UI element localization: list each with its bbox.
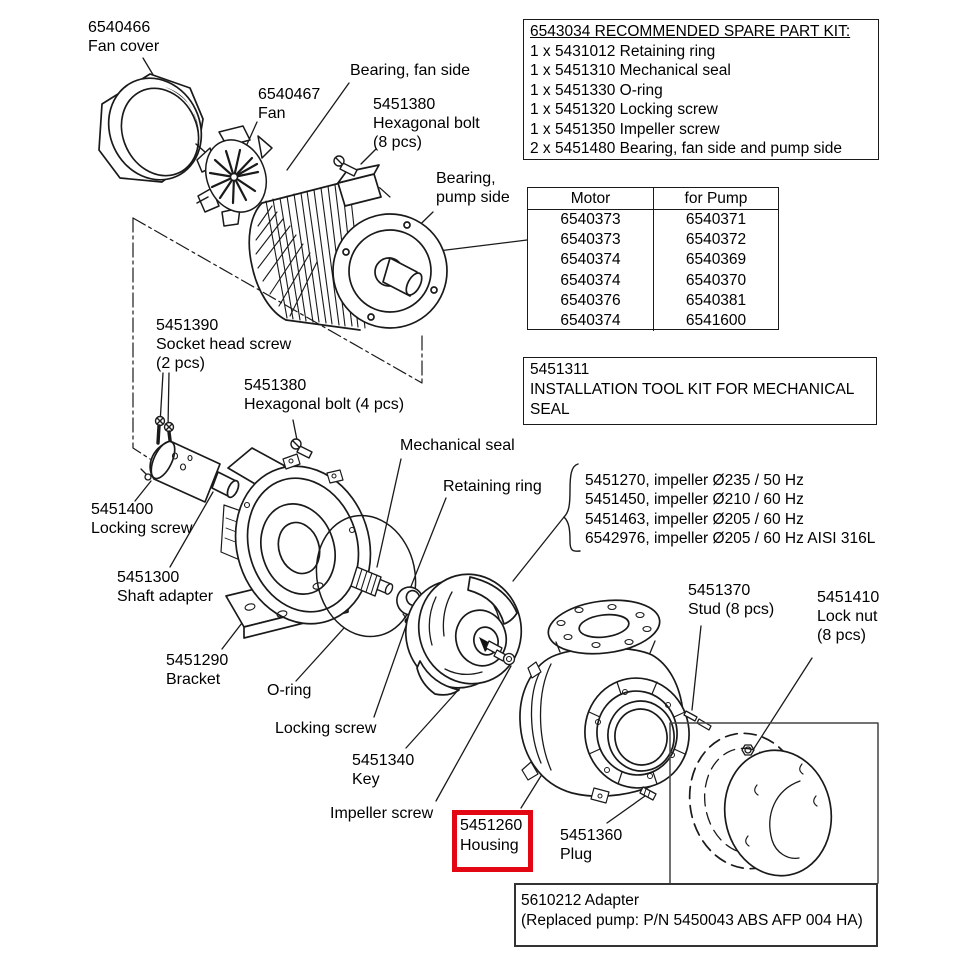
col-header-for-pump: for Pump — [653, 188, 778, 209]
label-locking-screw-impeller: Locking screw — [275, 720, 377, 737]
adapter-label-box: 5610212 Adapter (Replaced pump: P/N 5450… — [514, 883, 878, 947]
table-row: 6540374 6541600 — [528, 311, 778, 332]
shaft-adapter-drawing — [140, 440, 240, 503]
label-shaft-adapter: 5451300 Shaft adapter — [117, 569, 214, 605]
label-mechanical-seal: Mechanical seal — [400, 437, 515, 454]
label-fan: 6540467 Fan — [258, 86, 321, 122]
impeller-option: 5451463, impeller Ø205 / 60 Hz — [585, 510, 804, 528]
spare-kit-item: 1 x 5451310 Mechanical seal — [530, 62, 731, 79]
label-impeller-screw: Impeller screw — [330, 805, 434, 822]
table-row: 6540373 6540371 — [528, 210, 778, 231]
cell-motor: 6540376 — [560, 291, 621, 309]
cell-motor: 6540373 — [560, 231, 621, 249]
adapter-frame — [669, 722, 879, 884]
fan-drawing — [195, 125, 273, 227]
label-hex-bolt-4: 5451380 Hexagonal bolt (4 pcs) — [244, 377, 405, 413]
label-locking-screw-shaft: 5451400 Locking screw — [91, 501, 193, 537]
label-fan-cover: 6540466 Fan cover — [88, 19, 160, 55]
table-row: 6540373 6540372 — [528, 230, 778, 251]
label-socket-head-screw: 5451390 Socket head screw (2 pcs) — [156, 317, 292, 372]
cell-pump: 6540369 — [653, 250, 778, 271]
housing-drawing — [519, 599, 690, 804]
label-lock-nut: 5451410 Lock nut (8 pcs) — [817, 589, 880, 644]
label-housing: 5451260 Housing — [460, 817, 523, 854]
adapter-drawing — [688, 732, 833, 877]
stud-drawing — [683, 710, 712, 731]
table-row: 6540374 6540370 — [528, 270, 778, 291]
impeller-option: 5451450, impeller Ø210 / 60 Hz — [585, 491, 804, 509]
label-bearing-fan-side: Bearing, fan side — [350, 62, 471, 79]
label-plug: 5451360 Plug — [560, 827, 623, 863]
spare-part-kit-box: 6543034 RECOMMENDED SPARE PART KIT: 1 x … — [523, 19, 879, 160]
motor-drawing — [248, 164, 448, 331]
cell-motor: 6540374 — [560, 251, 621, 269]
cell-motor: 6540374 — [560, 312, 621, 330]
mechanical-seal-drawing — [350, 566, 394, 597]
label-o-ring: O-ring — [267, 682, 312, 699]
cell-pump: 6540381 — [653, 290, 778, 312]
label-stud: 5451370 Stud (8 pcs) — [688, 582, 775, 618]
bracket-drawing — [220, 447, 372, 639]
o-ring-drawing — [315, 514, 417, 638]
impeller-options-list: 5451270, impeller Ø235 / 50 Hz 5451450, … — [585, 471, 875, 549]
label-retaining-ring: Retaining ring — [443, 478, 542, 495]
col-header-motor: Motor — [570, 190, 611, 207]
impeller-option: 6542976, impeller Ø205 / 60 Hz AISI 316L — [585, 530, 876, 548]
brace — [563, 463, 581, 552]
fan-cover-drawing — [98, 73, 204, 183]
label-bracket: 5451290 Bracket — [166, 652, 229, 688]
impeller-drawing — [404, 573, 523, 696]
label-bearing-pump-side: Bearing, pump side — [436, 170, 510, 206]
housing-highlight-box: 5451260 Housing — [452, 810, 533, 872]
cell-pump: 6540371 — [653, 210, 778, 231]
spare-kit-item: 1 x 5451320 Locking screw — [530, 101, 718, 118]
spare-kit-item: 1 x 5451330 O-ring — [530, 81, 663, 99]
label-key: 5451340 Key — [352, 752, 415, 788]
cell-pump: 6541600 — [653, 311, 778, 332]
hex-bolt-4-drawing — [290, 438, 313, 459]
cell-motor: 6540374 — [560, 271, 621, 289]
cell-motor: 6540373 — [560, 211, 621, 228]
installation-tool-kit-box: 5451311 INSTALLATION TOOL KIT FOR MECHAN… — [523, 357, 877, 425]
cell-pump: 6540372 — [653, 230, 778, 251]
table-row: 6540374 6540369 — [528, 250, 778, 271]
lock-nut-drawing — [741, 744, 755, 756]
impeller-option: 5451270, impeller Ø235 / 50 Hz — [585, 472, 804, 489]
label-hex-bolt-8: 5451380 Hexagonal bolt (8 pcs) — [373, 96, 480, 151]
table-row: 6540376 6540381 — [528, 290, 778, 312]
cell-pump: 6540370 — [653, 270, 778, 291]
spare-kit-item: 1 x 5451350 Impeller screw — [530, 120, 720, 138]
spare-kit-title: 6543034 RECOMMENDED SPARE PART KIT: — [530, 23, 851, 40]
hex-bolt-8-drawing — [333, 155, 358, 177]
spare-kit-item: 1 x 5431012 Retaining ring — [530, 42, 716, 60]
table-header-row: Motor for Pump — [528, 188, 778, 210]
spare-kit-item: 2 x 5451480 Bearing, fan side and pump s… — [530, 140, 842, 157]
